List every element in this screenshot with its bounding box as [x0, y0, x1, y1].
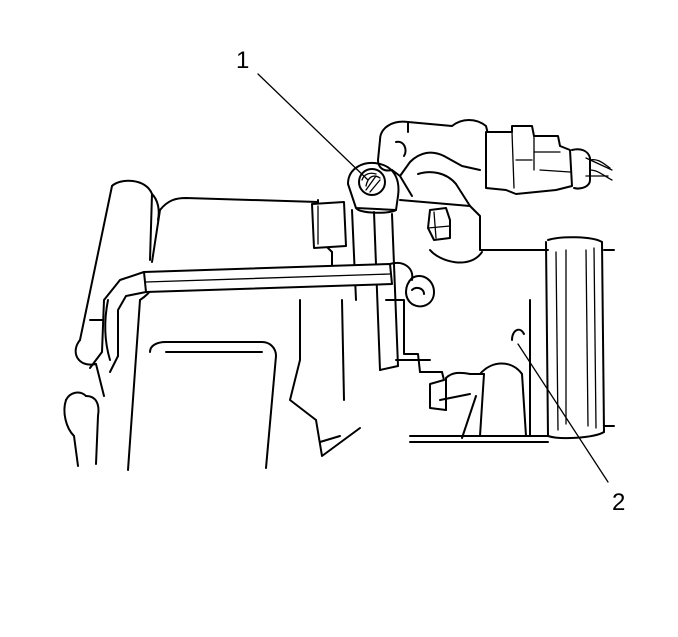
- screw-boss: [347, 162, 400, 214]
- mount-post: [311, 199, 399, 371]
- linkage-rod: [89, 262, 435, 373]
- left-bracket: [74, 179, 160, 397]
- callout-1-label: 1: [236, 47, 249, 74]
- throttle-body-housing: [151, 197, 549, 443]
- callout-2-label: 2: [612, 489, 625, 516]
- callout-1-leader: [257, 73, 369, 181]
- sensor-connector: [377, 119, 613, 207]
- front-casting: [63, 287, 361, 471]
- hex-nut: [427, 207, 451, 241]
- callout-2-leader: [517, 343, 609, 483]
- throttle-bore: [511, 236, 615, 440]
